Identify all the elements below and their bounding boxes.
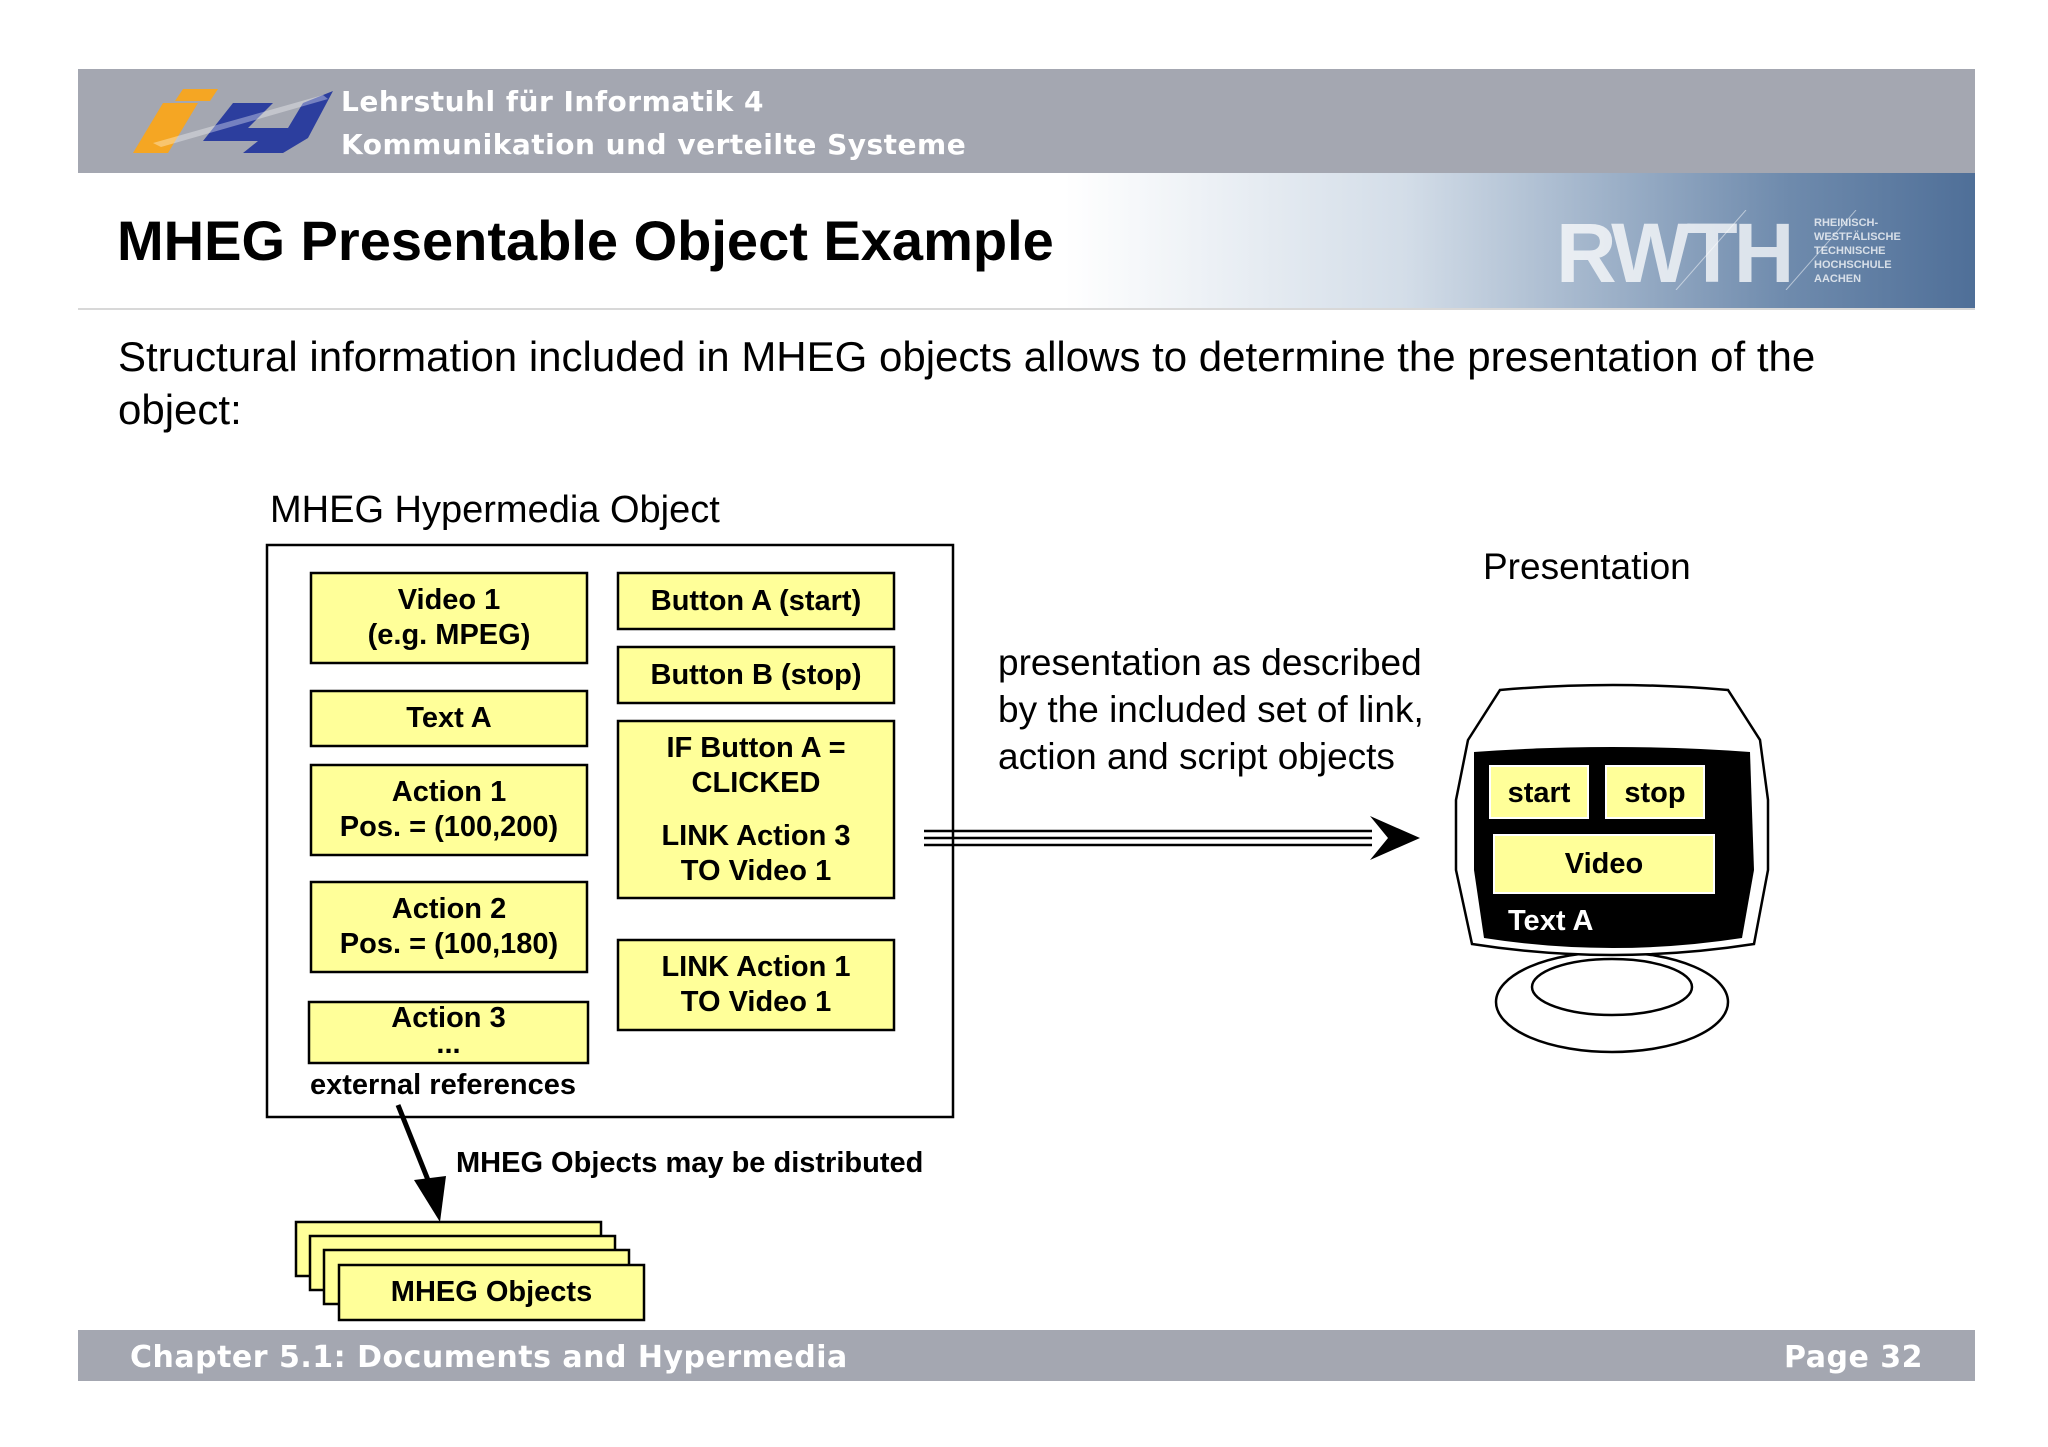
button-b-label: Button B (stop) <box>650 659 862 691</box>
mheg-objects-label: MHEG Objects <box>390 1276 593 1308</box>
box-action-3 <box>307 1000 590 1065</box>
action-1-label: Action 1 Pos. = (100,200) <box>311 775 587 845</box>
box-if-link <box>616 719 896 900</box>
rwth-logo: RWTH RHEINISCH- WESTFÄLISCHE TECHNISCHE … <box>1556 210 1901 290</box>
screen-stop-button <box>1605 765 1705 819</box>
screen-stop-label: stop <box>1624 777 1686 809</box>
if-link-line3: LINK Action 3 <box>661 820 851 852</box>
screen-start-label: start <box>1507 777 1571 809</box>
title-rule <box>78 308 1975 310</box>
screen-video-box <box>1493 834 1715 894</box>
presentation-description: presentation as described by the include… <box>998 639 1424 780</box>
action-1-line1: Action 1 <box>391 776 507 808</box>
footer-chapter: Chapter 5.1: Documents and Hypermedia <box>130 1340 848 1375</box>
mheg-object-stack-4 <box>337 1263 646 1322</box>
link-action-1-label: LINK Action 1 TO Video 1 <box>618 950 894 1020</box>
action-2-line2: Pos. = (100,180) <box>339 928 559 960</box>
presentation-arrow <box>924 816 1420 860</box>
action-3-label: Action 3 ... <box>309 1002 588 1060</box>
presentation-description-line2: by the included set of link, <box>998 689 1424 730</box>
external-references-label: external references <box>310 1069 576 1101</box>
presentation-description-line1: presentation as described <box>998 642 1422 683</box>
text-a-label: Text A <box>406 702 492 734</box>
box-button-a <box>616 571 896 631</box>
box-video-1 <box>309 571 589 665</box>
link-action-1-line2: TO Video 1 <box>680 986 832 1018</box>
action-2-label: Action 2 Pos. = (100,180) <box>311 892 587 962</box>
distributed-note: MHEG Objects may be distributed <box>456 1147 924 1179</box>
if-link-label: IF Button A = CLICKED LINK Action 3 TO V… <box>618 731 894 889</box>
if-link-line4: TO Video 1 <box>680 855 832 887</box>
footer-page-number: Page 32 <box>1784 1340 1923 1375</box>
hypermedia-title: MHEG Hypermedia Object <box>270 489 720 531</box>
action-1-line2: Pos. = (100,200) <box>339 811 559 843</box>
video-1-line2: (e.g. MPEG) <box>367 619 531 651</box>
rwth-subtext-4: HOCHSCHULE <box>1814 259 1892 271</box>
presentation-description-line3: action and script objects <box>998 736 1395 777</box>
presentation-label: Presentation <box>1483 546 1691 587</box>
i4-logo <box>133 89 333 153</box>
video-1-label: Video 1 (e.g. MPEG) <box>311 583 587 653</box>
rwth-subtext-3: TECHNISCHE <box>1814 245 1886 257</box>
screen-video-label: Video <box>1564 848 1644 880</box>
header-bar: Lehrstuhl für Informatik 4 Kommunikation… <box>78 69 1975 173</box>
title-band <box>78 173 1975 309</box>
rwth-subtext-1: RHEINISCH- <box>1814 217 1879 229</box>
rwth-subtext-5: AACHEN <box>1814 273 1861 285</box>
institute-line-1: Lehrstuhl für Informatik 4 <box>341 85 764 118</box>
institute-line-2: Kommunikation und verteilte Systeme <box>341 128 967 161</box>
if-link-line2: CLICKED <box>691 767 821 799</box>
rwth-logo-text: RWTH <box>1556 210 1790 290</box>
if-link-line1: IF Button A = <box>666 732 846 764</box>
screen-start-button <box>1489 765 1589 819</box>
button-a-label: Button A (start) <box>650 585 862 617</box>
distributed-arrowhead <box>414 1176 446 1222</box>
rwth-subtext-2: WESTFÄLISCHE <box>1814 230 1901 243</box>
box-action-2 <box>309 880 589 974</box>
video-1-line1: Video 1 <box>397 584 501 616</box>
box-button-b <box>616 645 896 705</box>
intro-text: Structural information included in MHEG … <box>118 333 1816 433</box>
screen-text-a-label: Text A <box>1508 905 1594 937</box>
box-text-a <box>309 689 589 748</box>
footer-bar: Chapter 5.1: Documents and Hypermedia Pa… <box>78 1330 1975 1381</box>
box-link-action-1 <box>616 938 896 1032</box>
action-2-line1: Action 2 <box>391 893 507 925</box>
page-title: MHEG Presentable Object Example <box>117 209 1054 272</box>
link-action-1-line1: LINK Action 1 <box>661 951 851 983</box>
action-3-line1: Action 3 <box>391 1002 506 1034</box>
box-action-1 <box>309 763 589 857</box>
action-3-line2: ... <box>436 1028 461 1060</box>
